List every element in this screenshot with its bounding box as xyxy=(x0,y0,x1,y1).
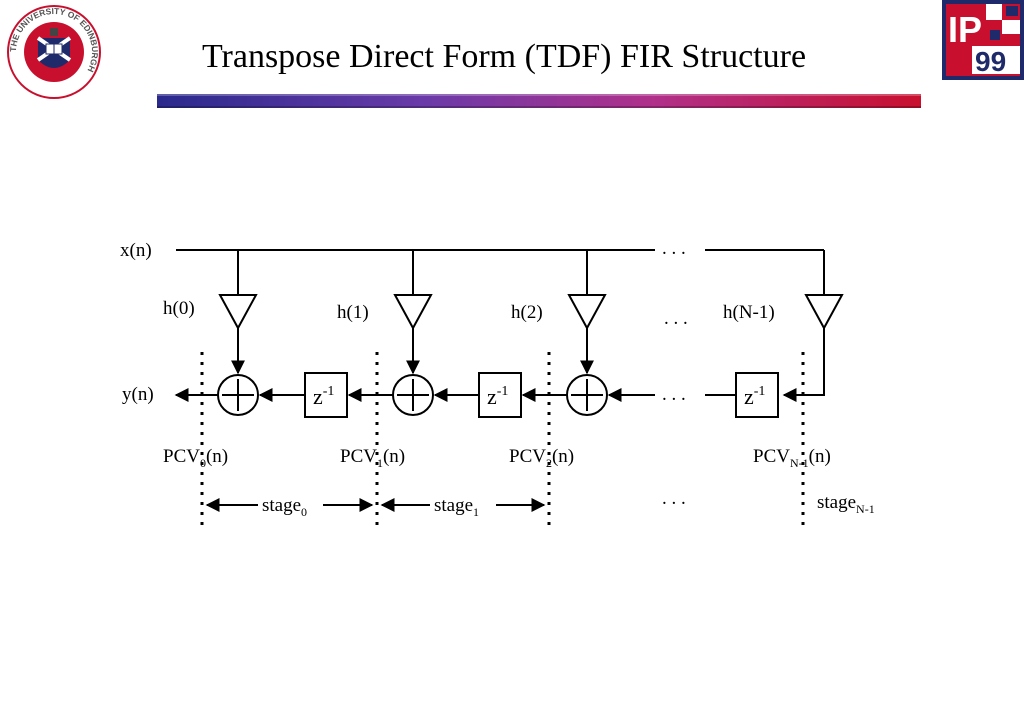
ellipsis-coef: . . . xyxy=(664,308,688,329)
multiplier-2 xyxy=(567,294,607,331)
delay-label-0: z-1 xyxy=(313,384,334,409)
multiplier-n1 xyxy=(804,294,844,331)
output-label: y(n) xyxy=(122,384,154,405)
slide-title: Transpose Direct Form (TDF) FIR Structur… xyxy=(201,38,807,75)
pcv-label-0: PCV0(n) xyxy=(163,446,228,470)
mult-out-n1 xyxy=(782,328,825,402)
pcv-label-n1: PCVN-1(n) xyxy=(753,446,831,470)
delay-label-n1: z-1 xyxy=(744,384,765,409)
coef-label-2: h(2) xyxy=(511,302,543,323)
ellipsis-chain: . . . xyxy=(662,384,686,405)
delay-label-1: z-1 xyxy=(487,384,508,409)
coef-label-n1: h(N-1) xyxy=(723,302,775,323)
input-label: x(n) xyxy=(120,240,152,261)
coef-label-1: h(1) xyxy=(337,302,369,323)
ellipsis-stage: . . . xyxy=(662,488,686,509)
pcv-label-2: PCV2(n) xyxy=(509,446,574,470)
ip99-logo: IP 99 xyxy=(942,0,1024,80)
ip-logo-year: 99 xyxy=(975,46,1006,77)
university-of-edinburgh-logo: THE UNIVERSITY OF EDINBURGH xyxy=(7,5,101,99)
coef-label-0: h(0) xyxy=(163,298,195,319)
delay-1 xyxy=(478,372,522,418)
ellipsis-input: . . . xyxy=(662,238,686,259)
title-underline-bar xyxy=(157,94,921,108)
multiplier-0 xyxy=(218,294,258,331)
stage-label-1: stage1 xyxy=(434,495,479,519)
stage-label-n1: stageN-1 xyxy=(817,492,875,516)
ip-logo-text: IP xyxy=(948,9,982,50)
stage-label-0: stage0 xyxy=(262,495,307,519)
delay-n1 xyxy=(735,372,779,418)
multiplier-1 xyxy=(393,294,433,331)
delay-0 xyxy=(304,372,348,418)
pcv-label-1: PCV1(n) xyxy=(340,446,405,470)
